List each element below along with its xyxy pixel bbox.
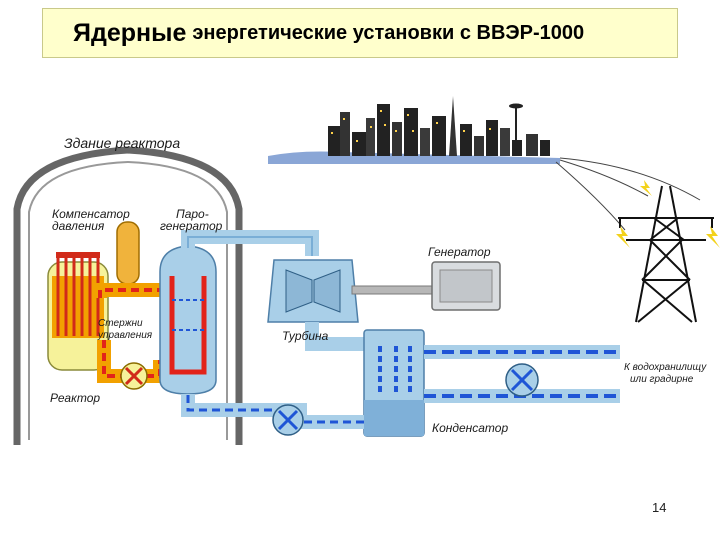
page-number: 14: [652, 500, 667, 515]
title-rest: энергетические установки с ВВЭР-1000: [192, 21, 585, 44]
condenser: [363, 329, 425, 437]
label-turbine: Турбина: [282, 329, 329, 343]
power-lines: [555, 157, 701, 231]
feedwater-pump-icon: [272, 404, 304, 436]
title-bar: Ядерные энергетические установки с ВВЭР-…: [42, 8, 678, 58]
label-reactor-building: Здание реактора: [64, 135, 180, 151]
city-skyline-icon: [268, 96, 560, 164]
generator: [431, 261, 501, 311]
label-to-reservoir-1: К водохранилищу: [624, 362, 707, 373]
label-steam-gen-2: генератор: [160, 219, 223, 233]
label-pressurizer-2: давления: [52, 219, 105, 233]
cooling-pump-icon: [505, 363, 539, 397]
pressurizer: [116, 221, 140, 285]
label-generator: Генератор: [428, 245, 491, 259]
label-condenser: Конденсатор: [432, 421, 508, 435]
label-reactor: Реактор: [50, 391, 100, 405]
label-pressurizer-1: Компенсатор: [52, 207, 130, 221]
label-control-rods-2: управления: [97, 330, 153, 341]
primary-pump-icon: [120, 362, 148, 390]
label-control-rods-1: Стержни: [98, 318, 143, 329]
label-steam-gen-1: Паро-: [176, 207, 209, 221]
reactor-building-wall: [13, 146, 243, 445]
label-to-reservoir-2: или градирне: [630, 374, 694, 385]
turbine: [267, 259, 359, 323]
steam-generator: [159, 245, 217, 395]
reactor-building-inner-wall: [28, 160, 228, 440]
transmission-tower-icon: [618, 185, 714, 323]
spark-icon: [616, 180, 720, 248]
turbine-shaft: [351, 285, 435, 295]
title-main: Ядерные: [73, 18, 187, 47]
steam-line: [181, 230, 319, 256]
